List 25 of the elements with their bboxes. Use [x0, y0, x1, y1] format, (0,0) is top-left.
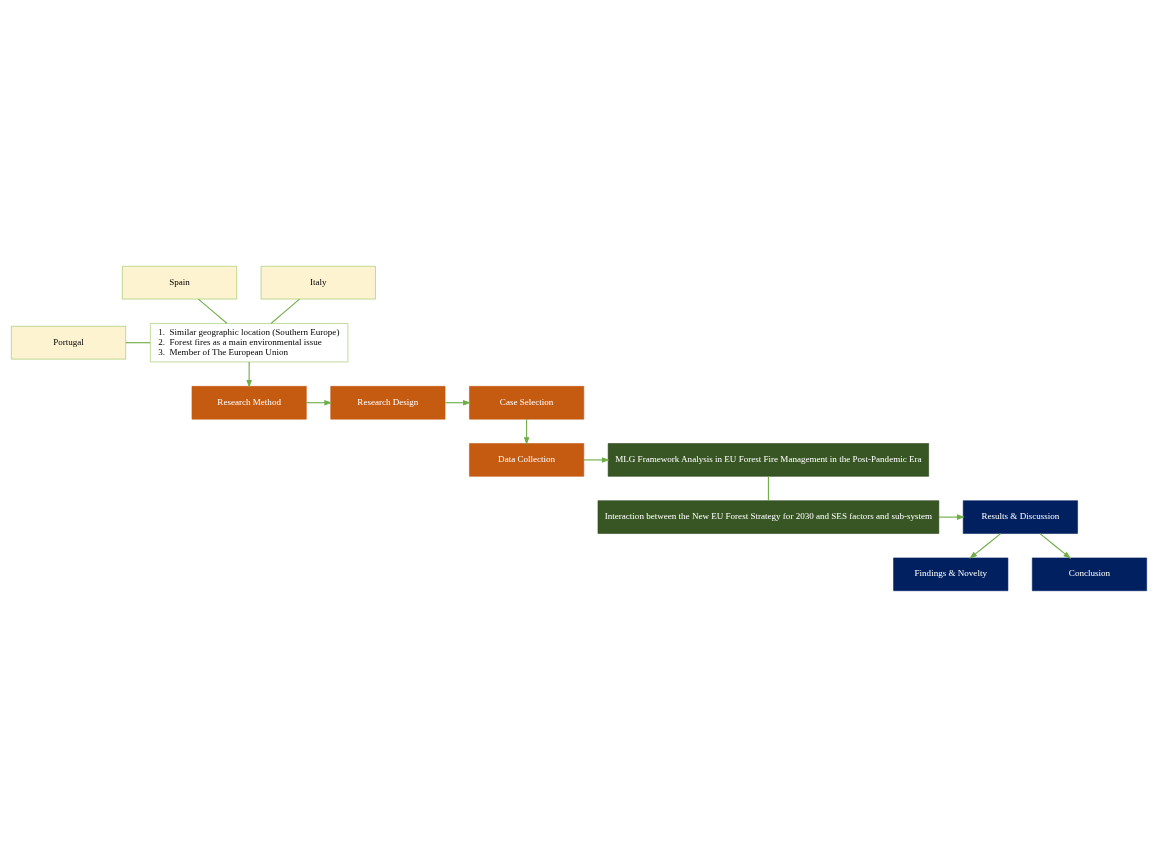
arrow — [246, 361, 252, 388]
node-box: MLG Framework Analysis in EU Forest Fire Management in the Post-Pandemic Era — [607, 442, 929, 477]
node-box: Research Method — [191, 385, 307, 419]
node-box: Spain — [122, 265, 237, 299]
node-box: Data Collection — [469, 442, 585, 477]
arrow — [444, 399, 471, 405]
connector — [767, 475, 769, 501]
connector — [197, 298, 228, 324]
arrow — [969, 532, 1002, 559]
node-box: Italy — [260, 265, 376, 299]
arrow — [583, 456, 610, 463]
node-box: Interaction between the New EU Forest Strategy for 2030 and SES factors and sub-system — [597, 499, 940, 534]
node-box: 1. Similar geographic location (Southern Europe) 2. Forest fires as a main environmental issue 3. Member of The European Union — [150, 322, 349, 362]
node-box: Conclusion — [1032, 557, 1147, 591]
arrow — [1039, 532, 1072, 559]
node-box: Results & Discussion — [962, 499, 1078, 534]
node-box: Findings & Novelty — [893, 557, 1009, 591]
node-box: Case Selection — [469, 385, 585, 419]
arrow — [306, 399, 333, 405]
node-box: Portugal — [11, 325, 126, 359]
arrow — [938, 513, 965, 520]
connector — [270, 298, 301, 324]
arrow — [523, 418, 530, 445]
node-box: Research Design — [330, 385, 446, 419]
connector — [125, 341, 151, 343]
